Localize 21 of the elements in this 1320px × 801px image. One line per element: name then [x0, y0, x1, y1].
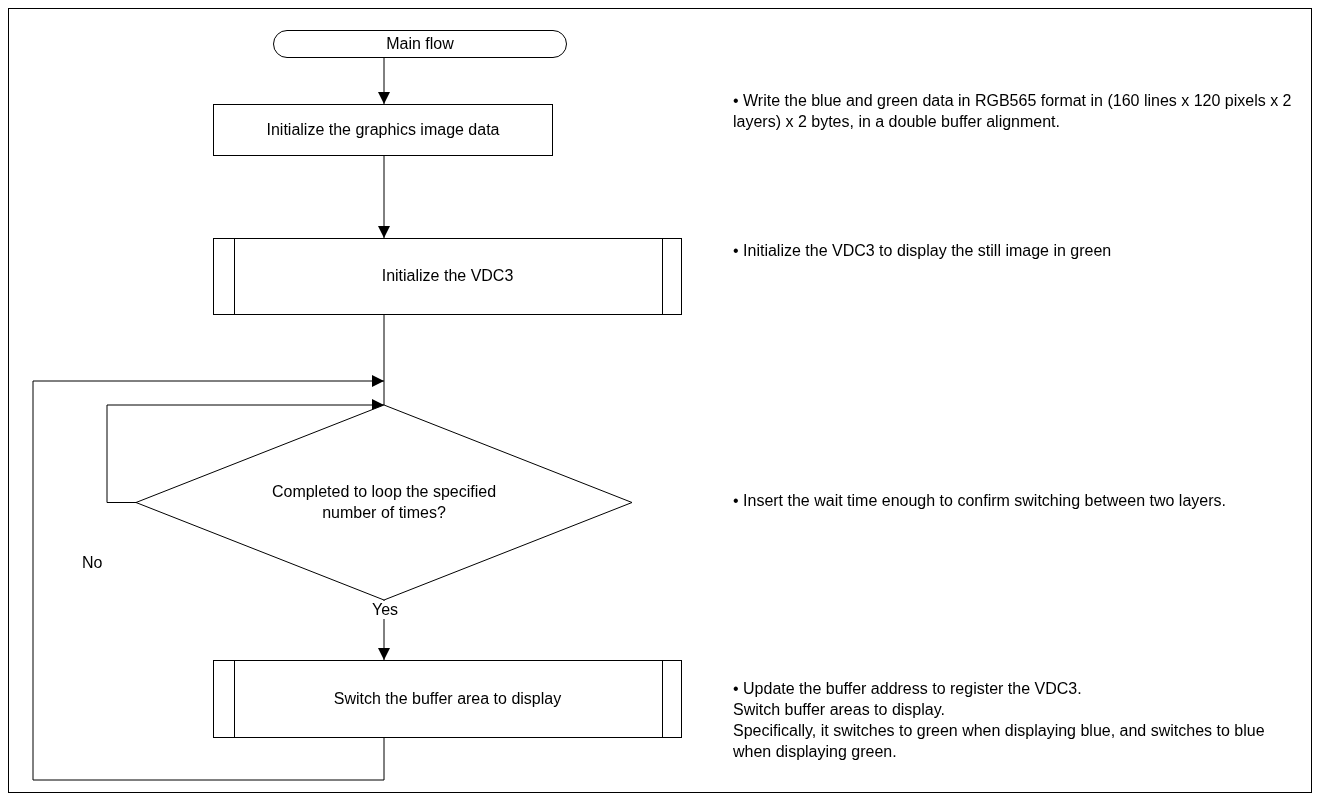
note-text: • Initialize the VDC3 to display the still image in green	[733, 241, 1113, 261]
subroutine-box	[213, 238, 682, 315]
node-label: Initialize the VDC3	[381, 266, 514, 287]
note-text: • Insert the wait time enough to confirm switching between two layers.	[733, 491, 1227, 511]
start-terminal	[273, 30, 567, 58]
edge-label: Yes	[370, 601, 401, 619]
node-label: Main flow	[386, 33, 454, 54]
arrow	[378, 155, 390, 239]
decision-diamond	[136, 405, 632, 600]
arrow	[32, 375, 385, 781]
node-label: Completed to loop the specified number of times?	[270, 481, 498, 523]
node-label: Initialize the graphics image data	[266, 119, 500, 140]
subroutine-box	[213, 660, 682, 738]
note-text: Switch buffer areas to display.	[733, 700, 946, 720]
arrow	[378, 57, 390, 105]
process-box	[213, 104, 553, 156]
note-text: Specifically, it switches to green when displaying blue, and switches to blue when displaying green.	[733, 721, 1266, 762]
note-text: • Write the blue and green data in RGB565 format in (160 lines x 120 pixels x 2 layers) x 2 bytes, in a double buffer alignment.	[733, 91, 1293, 132]
arrow	[106, 399, 385, 503]
note-text: • Update the buffer address to register the VDC3.	[733, 679, 1083, 699]
node-label: Switch the buffer area to display	[333, 688, 562, 709]
